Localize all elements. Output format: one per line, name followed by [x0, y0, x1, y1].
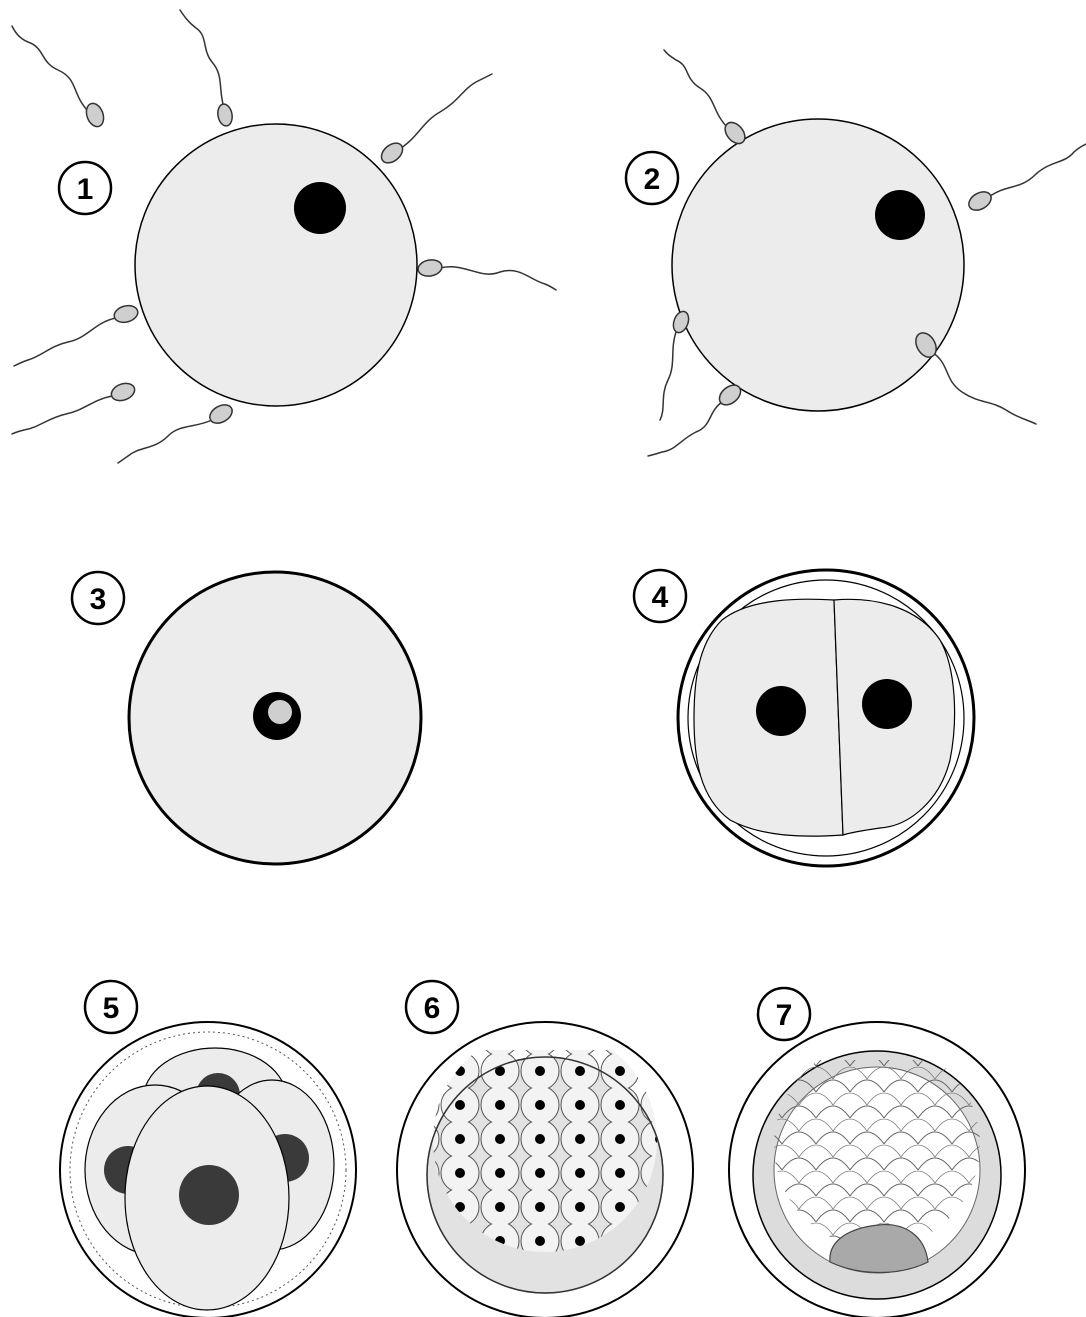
stage-1: 1: [12, 10, 556, 463]
egg-nucleus: [875, 190, 925, 240]
sperm: [180, 10, 234, 127]
stage-number-badge: 4: [634, 570, 686, 622]
sperm: [660, 309, 691, 420]
sperm: [966, 144, 1086, 214]
stage-number-badge: 1: [59, 162, 111, 214]
stage-number: 4: [652, 581, 669, 614]
egg-nucleus: [294, 182, 346, 234]
nucleus-left: [756, 686, 806, 736]
blastomere-nucleus: [179, 1165, 239, 1225]
stage-number: 7: [776, 999, 793, 1032]
sperm: [12, 26, 107, 129]
stage-number-badge: 3: [72, 572, 124, 624]
stage-6: 6: [397, 981, 693, 1317]
stage-number: 1: [77, 173, 94, 206]
sperm: [14, 303, 140, 366]
egg-cell-outline: [135, 124, 417, 406]
egg-cell-outline: [672, 119, 964, 411]
stage-7: 7: [729, 988, 1025, 1317]
pronucleus-inner: [268, 700, 292, 724]
sperm-penetrating: [912, 329, 1036, 424]
stage-number-badge: 6: [406, 981, 458, 1033]
stage-2: 2: [626, 50, 1086, 456]
stage-number-badge: 5: [85, 981, 137, 1033]
stage-number: 6: [424, 992, 441, 1025]
sperm: [12, 380, 137, 434]
stage-number: 5: [103, 992, 120, 1025]
stage-number-badge: 7: [758, 988, 810, 1040]
sperm: [417, 258, 556, 290]
stage-3: 3: [72, 572, 421, 864]
stage-5: 5: [60, 981, 356, 1317]
stage-number-badge: 2: [626, 152, 678, 204]
stage-number: 2: [644, 163, 661, 196]
nucleus-right: [862, 679, 912, 729]
sperm: [648, 381, 744, 456]
sperm: [378, 74, 492, 167]
sperm: [664, 50, 749, 147]
stage-number: 3: [90, 583, 107, 616]
stage-4: 4: [634, 570, 974, 866]
sperm: [118, 401, 235, 463]
